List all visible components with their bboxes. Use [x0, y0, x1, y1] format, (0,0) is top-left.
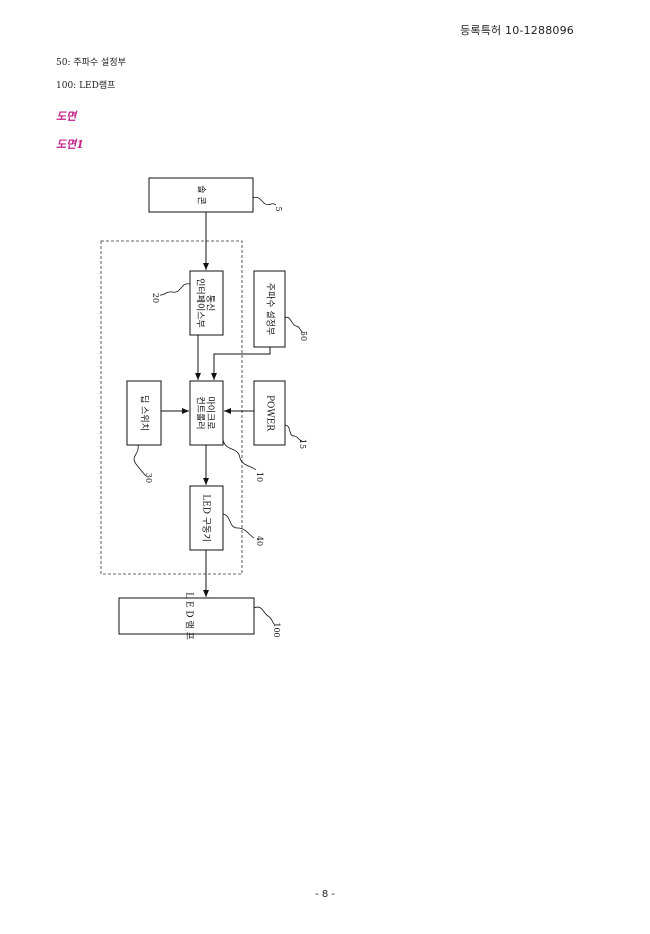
microcontroller-block — [189, 380, 224, 446]
ref-remote: 5 — [274, 206, 283, 211]
comm-interface-label-line1: 통신 — [205, 295, 216, 312]
led-driver-block — [189, 485, 224, 551]
dip-switch-block — [126, 380, 162, 446]
ref-power: 15 — [298, 439, 307, 449]
ref-led-driver: 40 — [255, 536, 264, 546]
freq-setting-block — [253, 270, 286, 348]
leader-dip — [133, 444, 147, 477]
ref-freq-setting: 50 — [299, 331, 308, 341]
ref-microcontroller: 10 — [255, 472, 264, 482]
power-label: POWER — [265, 395, 275, 431]
dip-switch-label: 딥 스위치 — [139, 395, 151, 431]
figure1-heading: 도면1 — [56, 138, 84, 151]
controller-enclosure — [100, 240, 243, 575]
page-number: - 8 - — [315, 889, 335, 900]
drawings-heading: 도면 — [56, 110, 77, 123]
leader-freq — [284, 316, 305, 334]
microcontroller-label-line1: 마이크로 — [205, 396, 216, 429]
legend-item-led-lamp: 100: LED램프 — [56, 81, 116, 91]
ref-led-lamp: 100 — [272, 622, 281, 637]
leader-power — [284, 424, 303, 442]
legend-item-freq-setting: 50: 주파수 설정부 — [56, 58, 126, 68]
patent-number: 등록특허 10-1288096 — [460, 24, 574, 37]
comm-interface-label-line2: 인터페이스부 — [195, 278, 206, 328]
led-driver-label: LED 구동기 — [201, 494, 212, 541]
leader-lamp — [253, 606, 275, 625]
microcontroller-label-line2: 컨트롤러 — [195, 396, 206, 429]
remote-control-block — [148, 177, 254, 213]
power-block — [253, 380, 286, 446]
freq-setting-label: 주파수 설정부 — [265, 283, 276, 336]
remote-control-label: 솔 콘 — [196, 185, 207, 204]
leader-driver — [222, 513, 255, 539]
ref-dip-switch: 30 — [144, 473, 153, 483]
leader-comm — [159, 283, 191, 296]
arrow-freq-to-mcu — [211, 347, 271, 380]
led-lamp-label: L E D 램 프 — [184, 592, 196, 640]
comm-interface-block — [189, 270, 224, 336]
leader-mcu — [222, 439, 257, 471]
led-lamp-block — [118, 597, 255, 635]
ref-comm-interface: 20 — [151, 293, 160, 303]
leader-remote — [252, 196, 277, 206]
